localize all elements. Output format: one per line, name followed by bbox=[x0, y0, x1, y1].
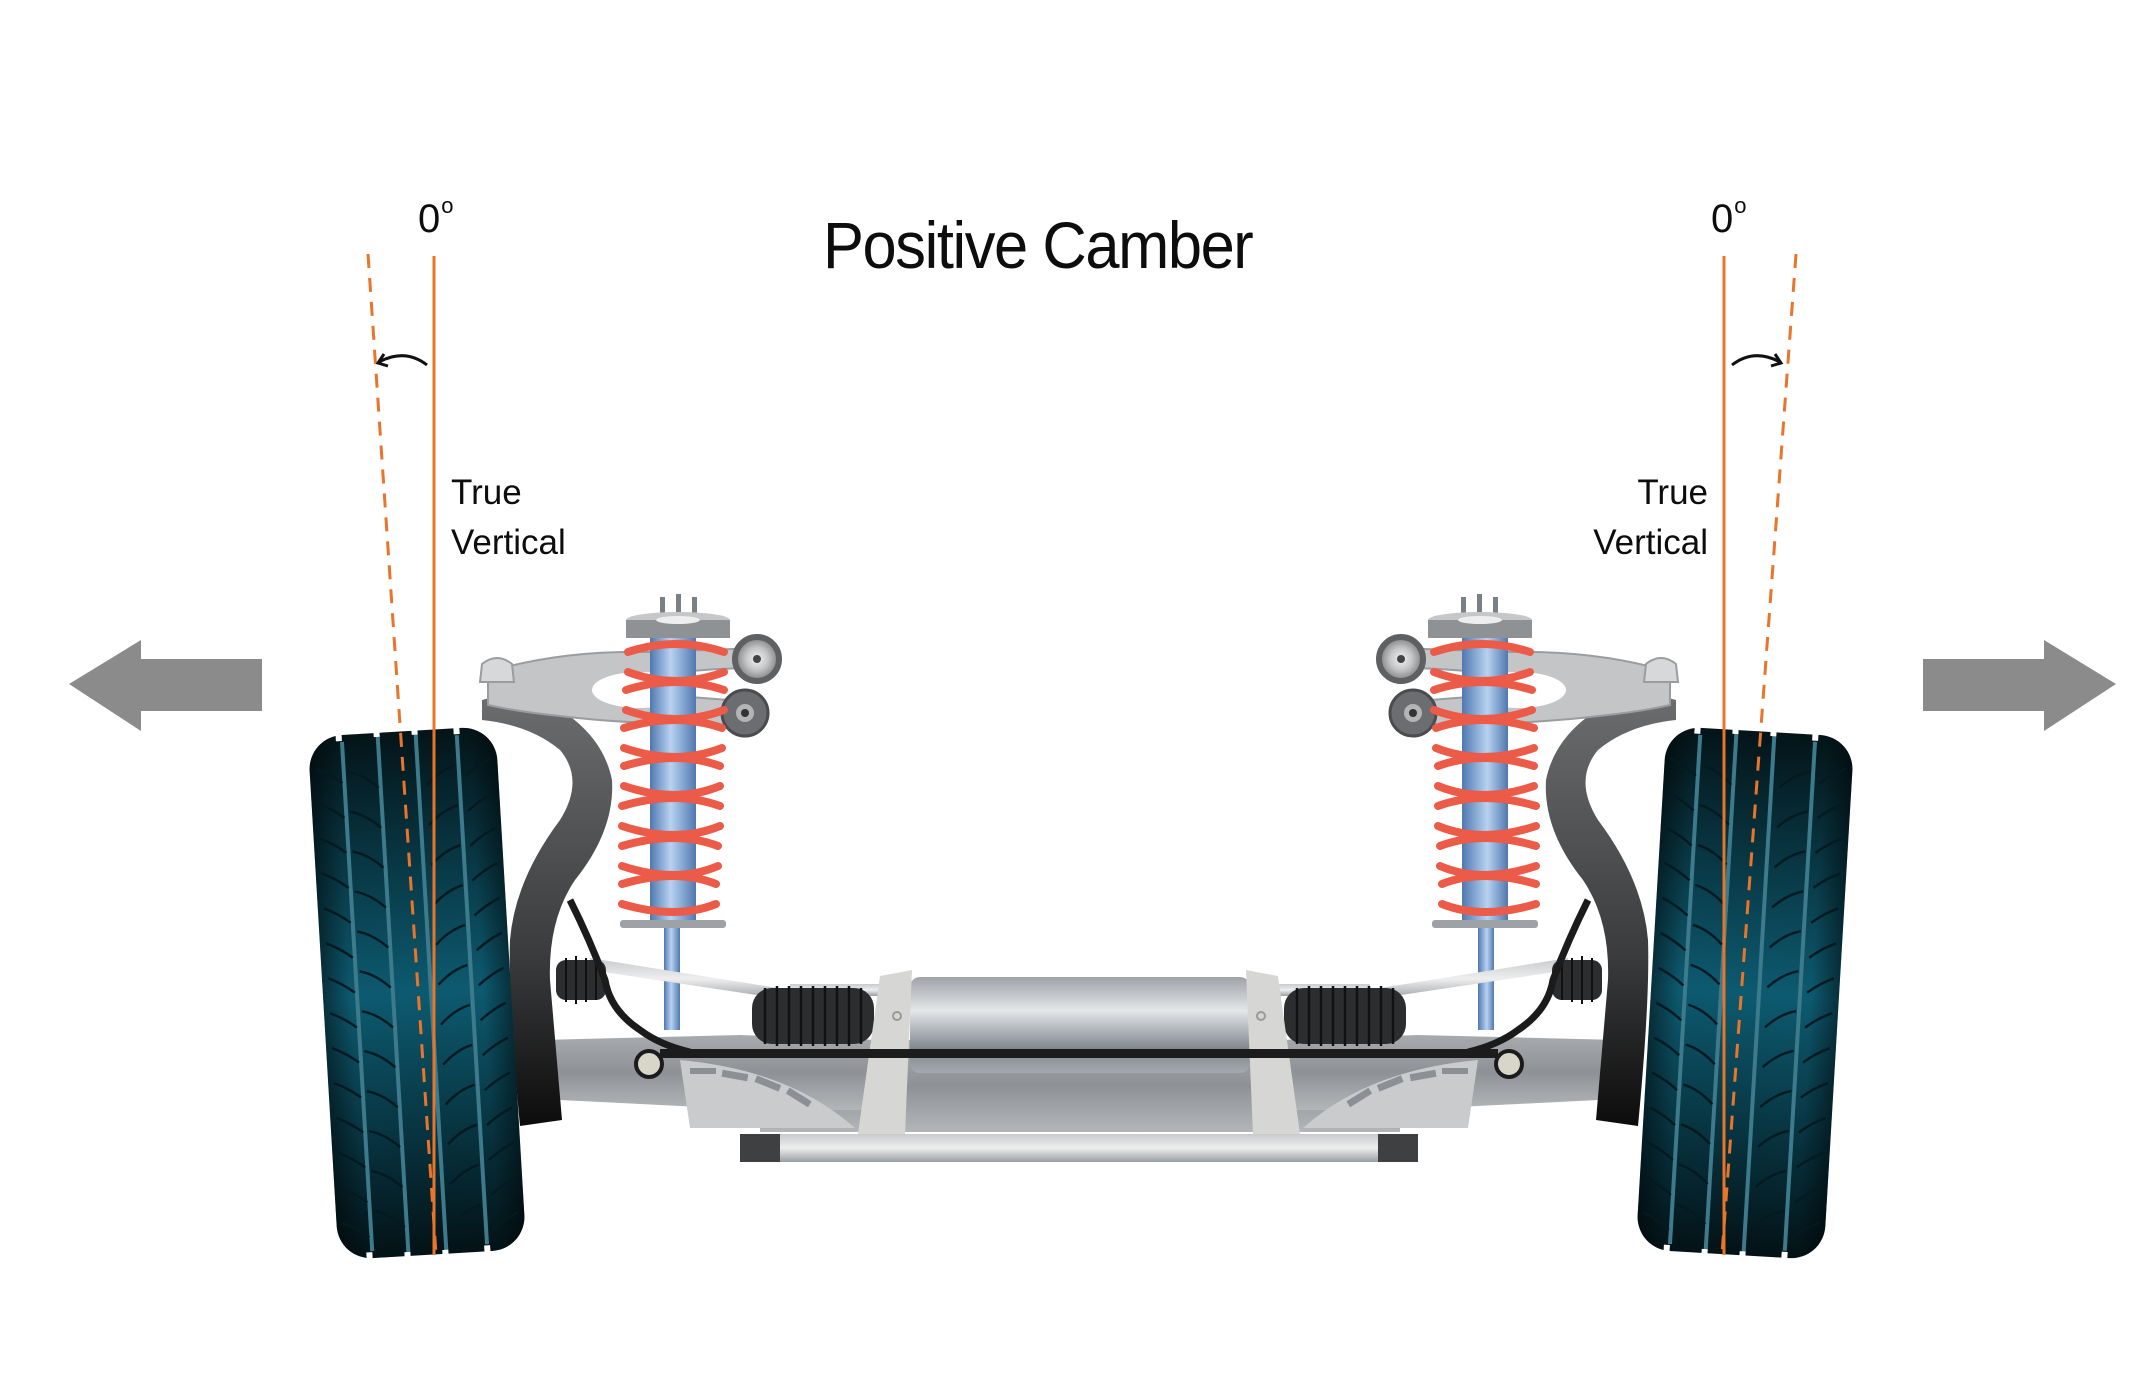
right-angle-label: 0o bbox=[1711, 195, 1747, 241]
left-angle-value: 0 bbox=[418, 197, 441, 241]
left-true-vertical-label: True Vertical bbox=[451, 468, 566, 568]
left-angle-arc-icon bbox=[378, 354, 428, 367]
left-label-line1: True bbox=[451, 473, 522, 512]
right-arrow-icon bbox=[1923, 640, 2116, 731]
left-arrowhead-icon bbox=[375, 353, 389, 368]
left-label-line2: Vertical bbox=[451, 523, 566, 562]
right-true-vertical-label: True Vertical bbox=[1540, 468, 1708, 568]
left-angle-label: 0o bbox=[418, 195, 454, 241]
diagram-title: Positive Camber bbox=[823, 208, 1254, 282]
degree-symbol: o bbox=[1734, 193, 1747, 218]
left-suspension bbox=[480, 594, 912, 1162]
left-tire bbox=[305, 719, 529, 1267]
right-tire bbox=[1633, 719, 1857, 1267]
right-angle-value: 0 bbox=[1711, 197, 1734, 241]
left-arrow-icon bbox=[69, 640, 262, 731]
right-label-line1: True bbox=[1637, 473, 1708, 512]
right-arrowhead-icon bbox=[1770, 353, 1784, 368]
right-label-line2: Vertical bbox=[1593, 523, 1708, 562]
right-angle-arc-icon bbox=[1731, 354, 1781, 367]
degree-symbol: o bbox=[441, 193, 454, 218]
sway-bar bbox=[660, 1049, 1498, 1058]
right-suspension bbox=[1246, 594, 1678, 1162]
